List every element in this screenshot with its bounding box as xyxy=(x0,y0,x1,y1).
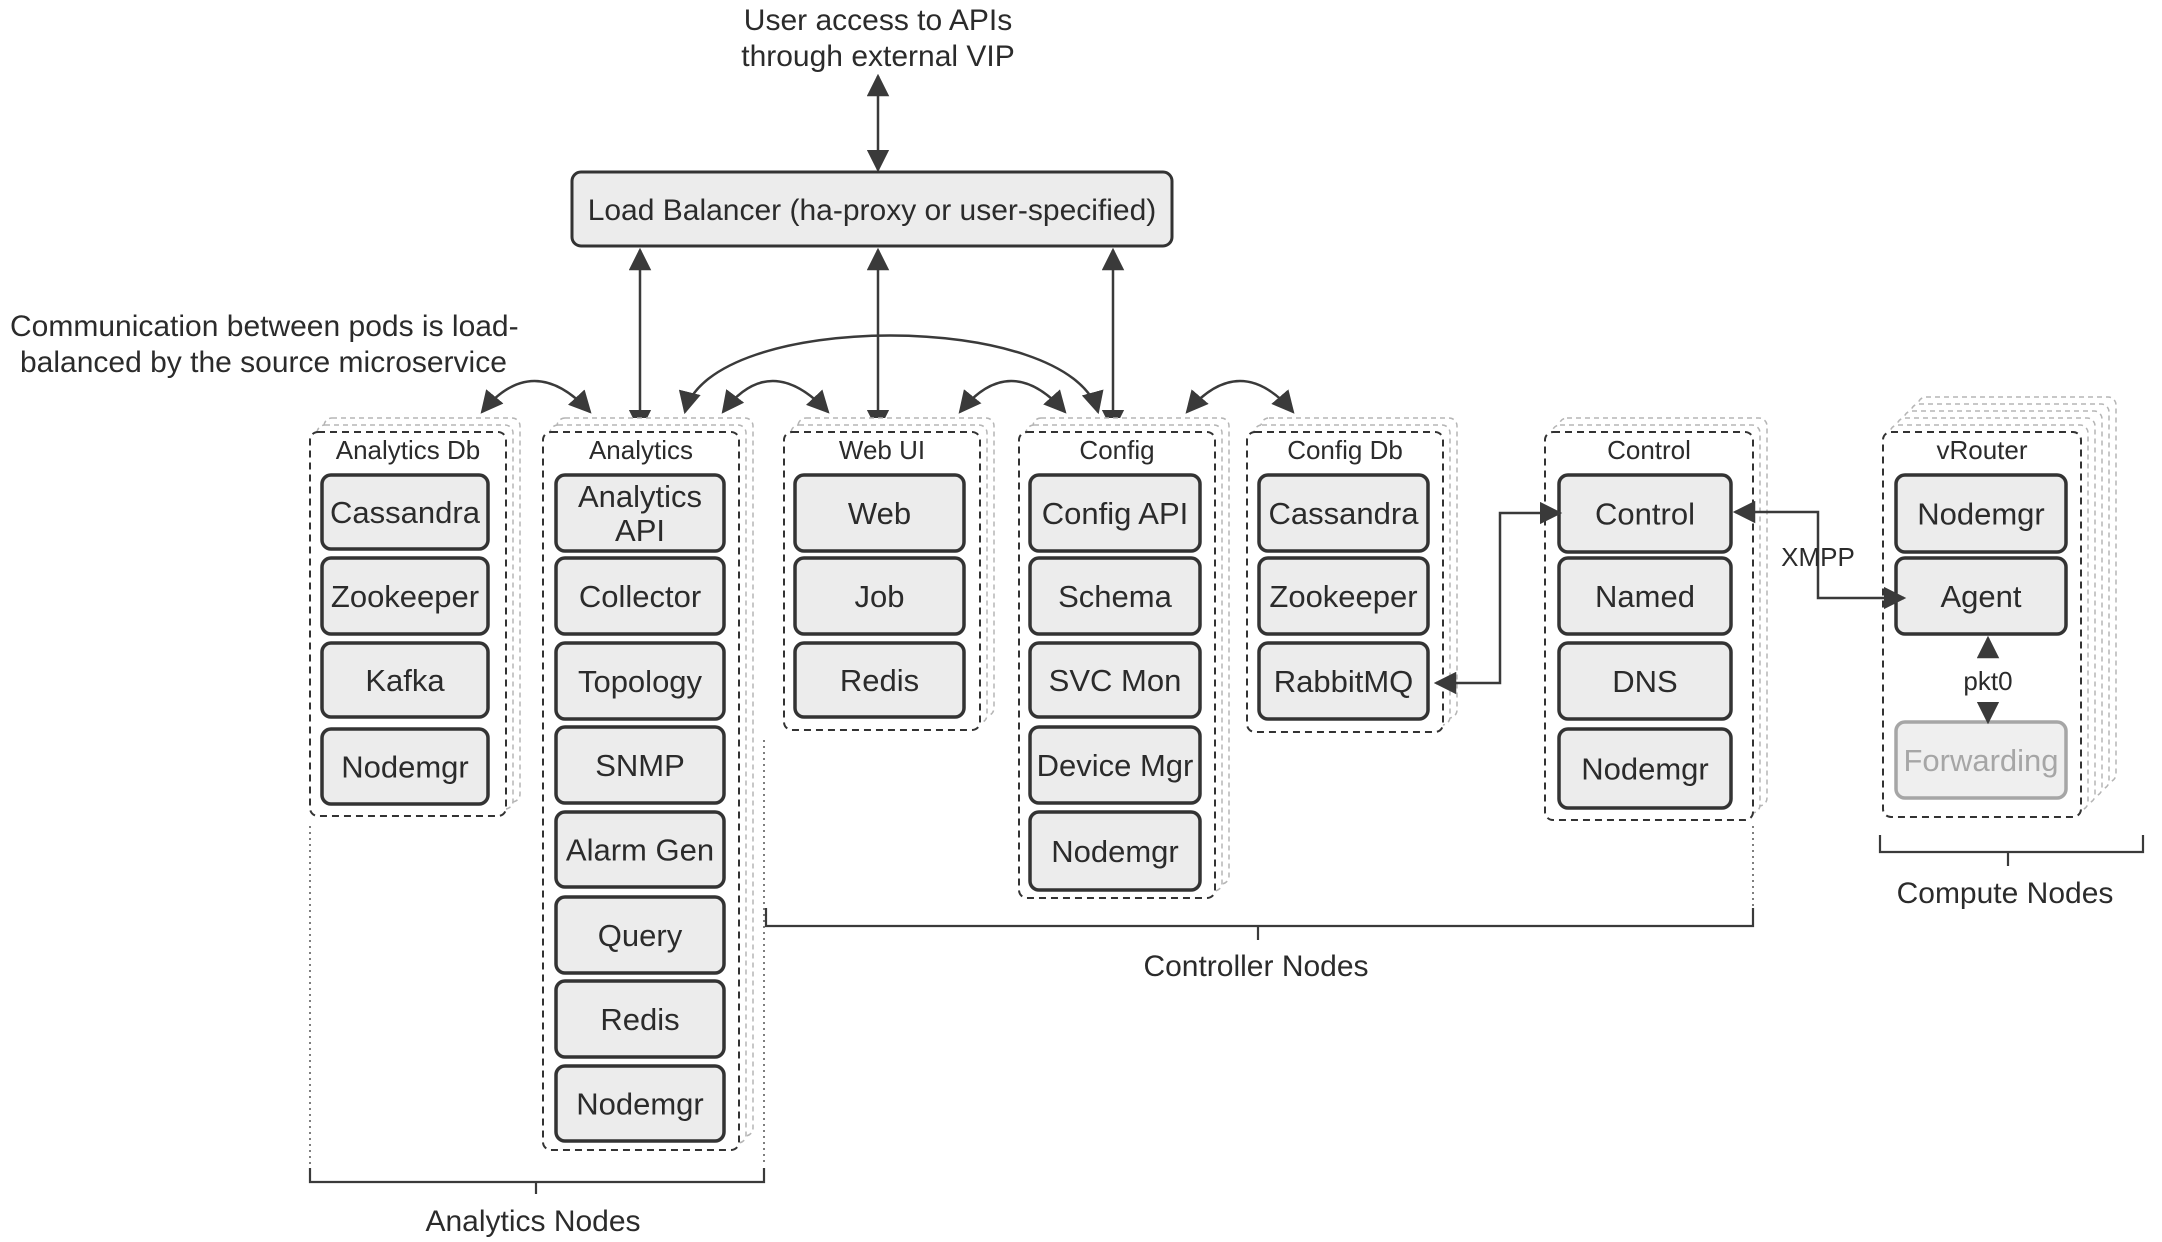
xmpp-link xyxy=(1732,500,1907,610)
service-box xyxy=(793,556,966,636)
service-box xyxy=(554,473,726,553)
pod-title: Analytics xyxy=(589,435,693,465)
service-label: Device Mgr xyxy=(1037,748,1194,783)
service-box xyxy=(554,556,726,636)
arc-webui-config xyxy=(958,379,1067,414)
service-box xyxy=(1257,473,1430,553)
control-rabbitmq-link xyxy=(1433,501,1563,695)
service-label: Web xyxy=(848,496,911,531)
service-label: Collector xyxy=(579,579,701,614)
service-label: Kafka xyxy=(365,663,445,698)
service-label: Config API xyxy=(1042,496,1188,531)
service-label: Forwarding xyxy=(1903,743,2058,778)
service-box xyxy=(1028,725,1202,805)
controller-nodes-label: Controller Nodes xyxy=(1143,950,1368,983)
pod-title: vRouter xyxy=(1936,435,2027,465)
service-box xyxy=(554,1064,726,1143)
service-label: Nodemgr xyxy=(1581,752,1709,787)
analytics-nodes-bracket xyxy=(308,1168,766,1194)
service-box xyxy=(554,810,726,889)
pod-analytics-db: Analytics Db CassandraZookeeperKafkaNodem… xyxy=(309,417,521,817)
service-box xyxy=(1557,727,1733,810)
service-label: Topology xyxy=(578,664,703,699)
service-box xyxy=(1257,556,1430,636)
service-label: Redis xyxy=(840,663,919,698)
service-label: Control xyxy=(1595,497,1695,532)
service-label: Query xyxy=(598,918,683,953)
service-label: Nodemgr xyxy=(1917,497,2045,532)
pods-layer: Analytics DbCassandraZookeeperKafkaNodem… xyxy=(309,396,2117,1151)
controller-nodes-bracket xyxy=(764,908,1755,940)
service-label: Zookeeper xyxy=(1269,579,1417,614)
arc-analytics-config xyxy=(678,334,1104,415)
service-label: RabbitMQ xyxy=(1274,664,1414,699)
service-label: SNMP xyxy=(595,748,685,783)
service-label: Nodemgr xyxy=(341,750,469,785)
xmpp-label: XMPP xyxy=(1781,542,1855,572)
vip-note-line-1: User access to APIs xyxy=(744,4,1012,37)
service-box xyxy=(320,473,490,551)
service-label: Redis xyxy=(600,1002,679,1037)
pod-note-line-2: balanced by the source microservice xyxy=(20,346,507,379)
pod-analytics: AnalyticsAnalyticsAPICollectorTopologySN… xyxy=(542,417,754,1151)
pod-title: Config xyxy=(1079,435,1154,465)
service-label: Cassandra xyxy=(330,495,481,530)
service-label: Job xyxy=(855,579,905,614)
service-box xyxy=(1028,810,1202,892)
service-box xyxy=(320,727,490,806)
arc-config-configdb xyxy=(1185,379,1295,414)
compute-nodes-bracket xyxy=(1878,835,2145,866)
pod-title: Analytics Db xyxy=(336,435,481,465)
service-box xyxy=(1028,473,1202,553)
arc-analyticsdb-analytics xyxy=(480,379,592,414)
service-box xyxy=(554,895,726,975)
service-box xyxy=(554,725,726,805)
service-box xyxy=(320,556,490,636)
pod-title: Web UI xyxy=(839,435,925,465)
pod-note-line-1: Communication between pods is load- xyxy=(10,310,519,343)
load-balancer-label: Load Balancer (ha-proxy or user-specifie… xyxy=(588,194,1157,227)
pkt0-label: pkt0 xyxy=(1963,666,2012,696)
service-label: Zookeeper xyxy=(331,579,479,614)
service-box xyxy=(1257,641,1430,721)
service-box xyxy=(320,641,490,719)
service-label: API xyxy=(615,513,665,548)
service-label: Agent xyxy=(1940,579,2021,614)
service-label: Alarm Gen xyxy=(566,833,714,868)
compute-nodes-label: Compute Nodes xyxy=(1897,877,2114,910)
pod-title: Config Db xyxy=(1287,435,1403,465)
service-box xyxy=(1028,556,1202,636)
service-label: Named xyxy=(1595,579,1695,614)
service-label: DNS xyxy=(1612,664,1677,699)
load-balancer-box xyxy=(570,170,1174,248)
service-label: Cassandra xyxy=(1269,496,1420,531)
service-box xyxy=(554,641,726,721)
pod-title: Control xyxy=(1607,435,1691,465)
service-label: Nodemgr xyxy=(1051,834,1179,869)
service-box xyxy=(793,473,966,553)
service-label: Nodemgr xyxy=(576,1087,704,1122)
service-label: Analytics xyxy=(578,479,702,514)
service-label: Schema xyxy=(1058,579,1172,614)
arc-analytics-webui xyxy=(721,379,830,414)
service-box xyxy=(793,641,966,719)
service-box xyxy=(554,979,726,1059)
service-box xyxy=(1028,641,1202,719)
service-label: SVC Mon xyxy=(1049,663,1182,698)
analytics-nodes-label: Analytics Nodes xyxy=(425,1205,640,1238)
vip-note-line-2: through external VIP xyxy=(741,40,1015,73)
